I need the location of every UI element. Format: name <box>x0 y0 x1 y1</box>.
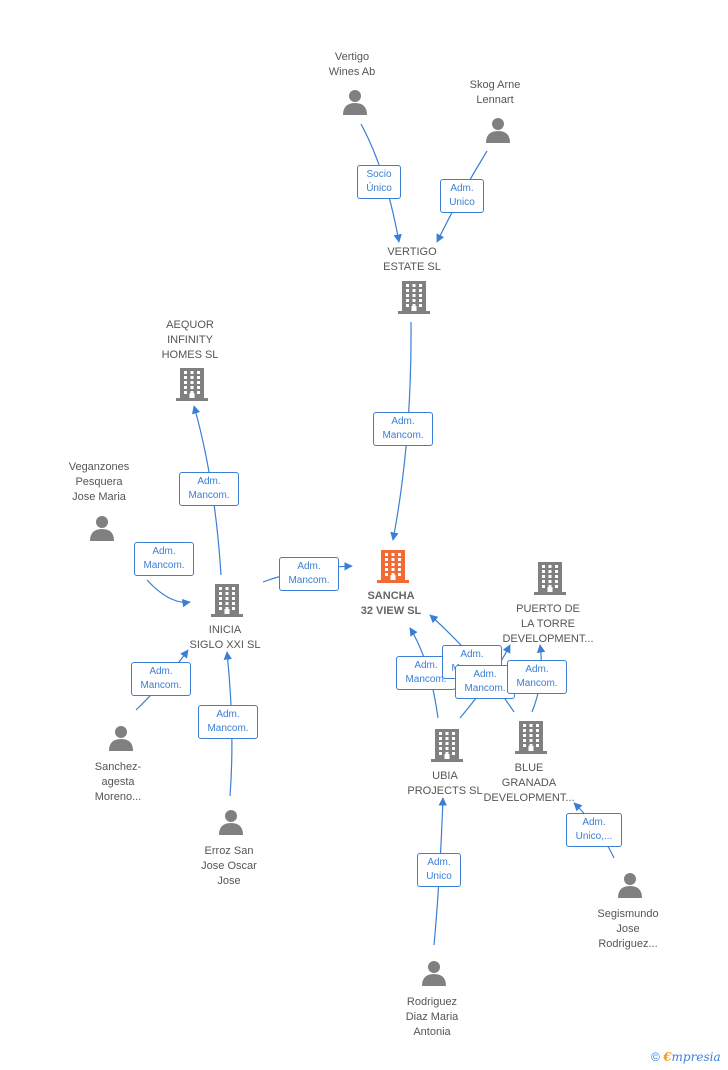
building-icon[interactable] <box>515 720 547 759</box>
person-icon[interactable] <box>217 808 245 841</box>
node-label-ubia[interactable]: UBIA PROJECTS SL <box>407 770 483 797</box>
empresia-logo: €mpresia <box>663 1050 721 1064</box>
node-label-vertigo_wines[interactable]: Vertigo Wines Ab <box>328 51 376 78</box>
person-icon[interactable] <box>420 959 448 992</box>
edge-label-erroz-to-inicia[interactable]: Adm. Mancom. <box>198 705 258 739</box>
node-label-vertigo_estate[interactable]: VERTIGO ESTATE SL <box>383 246 441 273</box>
footer-brand: © €mpresia <box>651 1050 721 1064</box>
person-icon[interactable] <box>484 116 512 149</box>
edge-label-vertigo_wines-to-vertigo_estate[interactable]: Socio Único <box>357 165 401 199</box>
node-label-inicia[interactable]: INICIA SIGLO XXI SL <box>189 624 261 651</box>
edge-label-rodriguez-to-ubia[interactable]: Adm. Unico <box>417 853 461 887</box>
building-icon[interactable] <box>398 280 430 319</box>
edge-veganzones-to-inicia <box>146 579 191 608</box>
person-icon[interactable] <box>88 514 116 547</box>
person-icon[interactable] <box>616 871 644 904</box>
person-icon[interactable] <box>107 724 135 757</box>
edge-label-sanchez-to-inicia[interactable]: Adm. Mancom. <box>131 662 191 696</box>
edge-label-skog-to-vertigo_estate[interactable]: Adm. Unico <box>440 179 484 213</box>
node-label-erroz[interactable]: Erroz San Jose Oscar Jose <box>201 845 257 887</box>
node-label-aequor[interactable]: AEQUOR INFINITY HOMES SL <box>161 319 219 361</box>
building-icon[interactable] <box>176 367 208 406</box>
edge-label-inicia-to-sancha[interactable]: Adm. Mancom. <box>279 557 339 591</box>
edge-label-segismundo-to-blue[interactable]: Adm. Unico,... <box>566 813 622 847</box>
copyright-symbol: © <box>651 1050 660 1064</box>
node-label-skog[interactable]: Skog Arne Lennart <box>469 79 521 106</box>
edge-label-blue-to-puerto[interactable]: Adm. Mancom. <box>507 660 567 694</box>
node-label-blue[interactable]: BLUE GRANADA DEVELOPMENT... <box>483 762 575 804</box>
node-label-sancha[interactable]: SANCHA 32 VIEW SL <box>360 590 422 617</box>
edge-label-veganzones-to-inicia[interactable]: Adm. Mancom. <box>134 542 194 576</box>
building-icon[interactable] <box>534 561 566 600</box>
node-label-sanchez[interactable]: Sanchez- agesta Moreno... <box>94 761 142 803</box>
building-icon[interactable] <box>377 549 409 588</box>
edge-label-ubia-to-puerto[interactable]: Adm. Mancom. <box>455 665 515 699</box>
edge-label-vertigo_estate-to-sancha[interactable]: Adm. Mancom. <box>373 412 433 446</box>
node-label-veganzones[interactable]: Veganzones Pesquera Jose Maria <box>68 461 130 503</box>
node-label-puerto[interactable]: PUERTO DE LA TORRE DEVELOPMENT... <box>502 603 594 645</box>
node-label-segismundo[interactable]: Segismundo Jose Rodriguez... <box>597 908 659 950</box>
node-label-rodriguez[interactable]: Rodriguez Diaz Maria Antonia <box>405 996 459 1038</box>
person-icon[interactable] <box>341 88 369 121</box>
building-icon[interactable] <box>211 583 243 622</box>
building-icon[interactable] <box>431 728 463 767</box>
edge-label-inicia-to-aequor[interactable]: Adm. Mancom. <box>179 472 239 506</box>
